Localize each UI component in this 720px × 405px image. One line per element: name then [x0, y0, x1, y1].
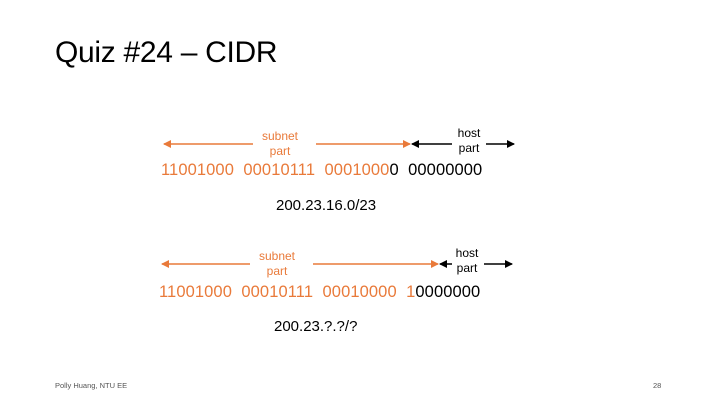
subnet-bits-octet-3: 0001000 — [324, 161, 390, 179]
subnet-bits-octet-2: 00010111 — [241, 283, 314, 301]
subnet-part-label: subnet part — [258, 249, 296, 278]
slide-title: Quiz #24 – CIDR — [55, 36, 278, 69]
host-bits-octet-4: 0000000 — [415, 283, 481, 301]
subnet-bits-octet-2: 00010111 — [243, 161, 316, 179]
subnet-bits-octet-1: 11001000 — [159, 283, 232, 301]
subnet-bits-octet-3: 00010000 — [322, 283, 397, 301]
footer-author: Polly Huang, NTU EE — [55, 381, 128, 390]
subnet-bits-octet-1: 11001000 — [161, 161, 234, 179]
host-part-label: host part — [455, 246, 479, 275]
binary-address-2: 11001000 00010111 00010000 10000000 — [159, 284, 480, 301]
host-bits-octet-4: 00000000 — [408, 161, 483, 179]
prefix-arrows-2 — [161, 260, 513, 268]
subnet-part-label: subnet part — [261, 129, 299, 158]
prefix-arrows-1 — [163, 140, 515, 148]
cidr-address-2: 200.23.?.?/? — [274, 318, 358, 335]
host-part-label: host part — [457, 126, 481, 155]
cidr-address-1: 200.23.16.0/23 — [276, 197, 377, 214]
subnet-bits-octet-4: 1 — [406, 283, 416, 301]
host-bits-octet-3: 0 — [389, 161, 399, 179]
slide-number: 28 — [653, 381, 662, 390]
binary-address-1: 11001000 00010111 00010000 00000000 — [161, 162, 482, 179]
